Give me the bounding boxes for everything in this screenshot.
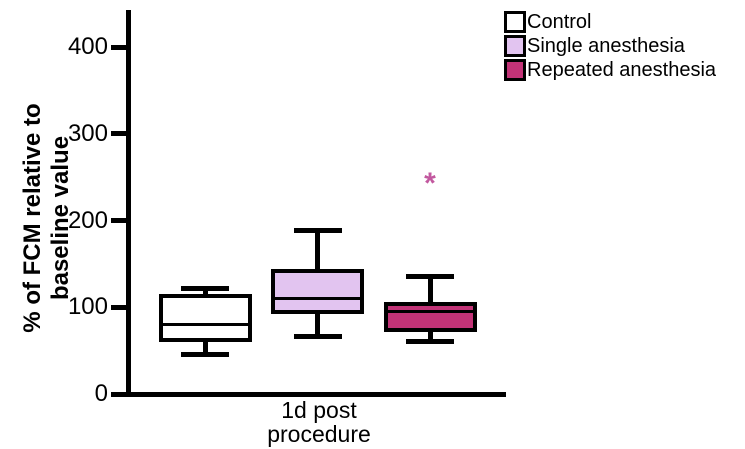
legend-label-repeated-anesthesia: Repeated anesthesia	[527, 59, 717, 81]
whisker-cap-high-control	[181, 285, 229, 291]
legend-item-repeated-anesthesia: Repeated anesthesia	[504, 59, 716, 83]
legend-item-control: Control	[504, 11, 716, 35]
x-axis-title-line1: 1d post	[281, 397, 357, 423]
outlier-marker-repeated-anesthesia-0: *	[424, 166, 436, 200]
median-control	[162, 323, 248, 327]
y-axis-line	[126, 10, 131, 397]
median-repeated-anesthesia	[387, 310, 473, 314]
x-axis-line	[126, 392, 506, 397]
y-tick-label-100: 100	[67, 293, 108, 321]
whisker-cap-low-repeated-anesthesia	[406, 339, 454, 345]
x-axis-title: 1d post procedure	[219, 398, 419, 446]
control-swatch	[504, 11, 526, 33]
box-single-anesthesia	[271, 269, 364, 315]
y-tick-0	[111, 391, 126, 397]
whisker-cap-high-repeated-anesthesia	[406, 274, 454, 280]
y-tick-400	[111, 44, 126, 50]
repeated-anesthesia-swatch	[504, 59, 526, 81]
legend-label-single-anesthesia: Single anesthesia	[527, 35, 685, 57]
x-axis-title-line2: procedure	[267, 421, 371, 447]
legend-item-single-anesthesia: Single anesthesia	[504, 35, 716, 59]
whisker-cap-high-single-anesthesia	[293, 228, 342, 234]
single-anesthesia-swatch	[504, 35, 526, 57]
y-tick-label-400: 400	[67, 33, 108, 60]
median-single-anesthesia	[275, 297, 360, 301]
whisker-cap-low-control	[181, 352, 229, 358]
y-tick-100	[111, 304, 126, 310]
y-tick-label-300: 300	[67, 119, 108, 147]
y-tick-label-0: 0	[94, 380, 108, 407]
y-tick-200	[111, 218, 126, 223]
y-tick-300	[111, 131, 126, 137]
box-control	[158, 294, 252, 342]
y-tick-label-200: 200	[67, 206, 108, 234]
whisker-cap-low-single-anesthesia	[293, 334, 342, 340]
legend-label-control: Control	[527, 11, 592, 33]
box-repeated-anesthesia	[383, 302, 477, 333]
legend: Control Single anesthesia Repeated anest…	[504, 11, 716, 83]
y-axis-title-line1: % of FCM relative to	[19, 103, 46, 333]
